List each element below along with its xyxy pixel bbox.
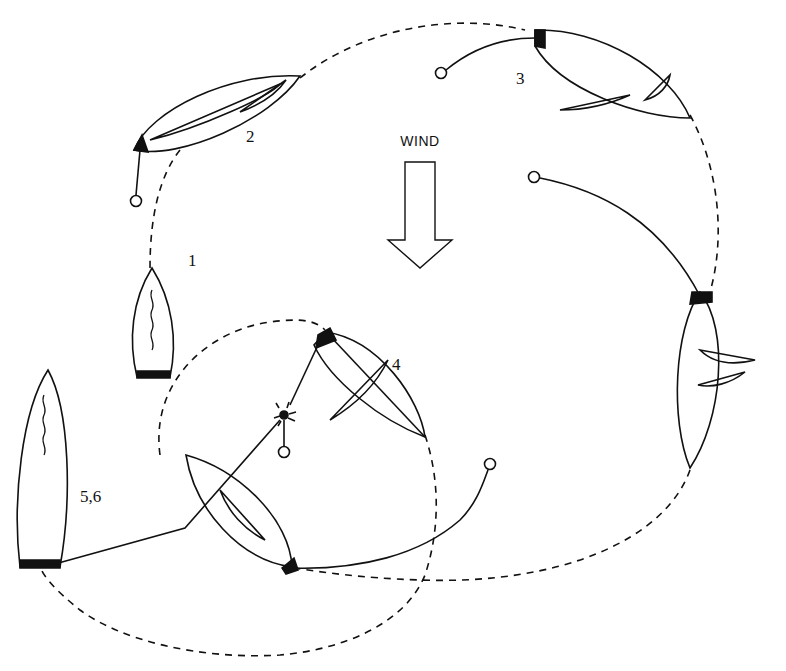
callout-number: 2 bbox=[246, 128, 255, 145]
callout-number: 3 bbox=[516, 70, 525, 87]
boat bbox=[17, 370, 280, 568]
boat bbox=[131, 76, 301, 207]
boat bbox=[132, 268, 173, 378]
track-line bbox=[40, 23, 718, 656]
callout-number: 4 bbox=[392, 356, 401, 373]
callout-number: 5,6 bbox=[80, 488, 101, 505]
wind-arrow bbox=[388, 162, 452, 268]
wind-label: WIND bbox=[400, 134, 439, 148]
boat bbox=[529, 172, 756, 469]
boat bbox=[186, 455, 496, 574]
boat bbox=[274, 328, 425, 458]
callout-number: 1 bbox=[188, 252, 197, 269]
boat bbox=[436, 30, 691, 118]
